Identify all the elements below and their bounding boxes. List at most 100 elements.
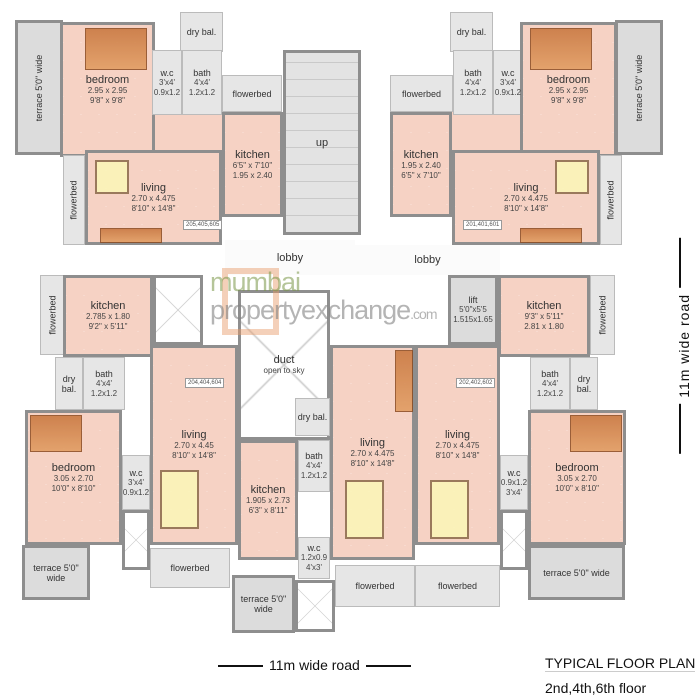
room-label: dry bal. [297, 412, 328, 422]
room-label: dry bal. [576, 373, 592, 394]
room-dimension: 9'8" x 9'8" [551, 95, 586, 105]
bed-icon [85, 28, 147, 70]
room-label: up [315, 136, 329, 149]
room-label: living [181, 429, 207, 441]
room-tl-drybal: dry bal. [180, 12, 223, 52]
room-dimension: 8'10" x 14'8" [350, 458, 395, 468]
room-dimension: 4'x4' [306, 461, 322, 470]
room-dimension: 4'x4' [465, 77, 481, 87]
room-tl-flowerbed: flowerbed [222, 75, 282, 112]
room-label: dry bal. [186, 27, 217, 37]
room-dimension: open to sky [263, 366, 305, 375]
room-label: kitchen [235, 148, 270, 161]
room-dimension: 2.70 x 4.475 [350, 448, 395, 458]
room-label: kitchen [90, 300, 126, 312]
room-label: living [359, 436, 386, 449]
watermark-logo-icon [222, 268, 279, 335]
hall-floor [452, 112, 524, 154]
room-bl-flowerbed: flowerbed [150, 548, 230, 588]
room-dimension: 0.9x1.2 [494, 87, 522, 97]
unit-tag: 205,405,605 [183, 220, 223, 230]
room-label: bedroom [555, 461, 599, 474]
room-label: bedroom [546, 73, 591, 86]
dining-table-icon [160, 470, 199, 529]
room-dimension: 1.905 x 2.73 [245, 496, 291, 505]
room-label: lift [468, 295, 478, 305]
room-dimension: 6'5" x 7'10" [401, 170, 441, 180]
unit-tag: 201,401,601 [463, 220, 503, 230]
sofa-icon [395, 350, 413, 412]
room-label: lobby [414, 254, 441, 266]
room-c-drybal: dry bal. [295, 398, 330, 436]
room-label: bedroom [51, 461, 96, 474]
room-dimension: 5'0"x5'5 [459, 305, 487, 314]
room-tr-drybal: dry bal. [450, 12, 493, 52]
room-dimension: 3.05 x 2.70 [557, 473, 597, 483]
room-dimension: 1.95 x 2.40 [401, 160, 441, 170]
room-dimension: 9'3" x 5'11" [524, 312, 564, 321]
room-label: kitchen [403, 148, 439, 161]
room-dimension: 4'x4' [194, 77, 210, 87]
dining-table-icon [555, 160, 589, 194]
plan-title: TYPICAL FLOOR PLAN [545, 655, 696, 672]
room-dimension: 9'2" x 5'11" [88, 322, 128, 331]
room-c-terrace: terrace 5'0" wide [232, 575, 295, 633]
room-br-shaft [500, 510, 528, 570]
room-dimension: 6'3" x 8'11" [248, 506, 288, 515]
room-dimension: 8'10" x 14'8" [435, 451, 480, 460]
room-dimension: 1.2x1.2 [536, 388, 564, 398]
dining-table-icon [95, 160, 129, 194]
watermark-suffix: .com [410, 306, 437, 322]
room-dimension: 2.785 x 1.80 [85, 312, 131, 321]
room-bl-terrace: terrace 5'0" wide [22, 545, 90, 600]
room-label: flowerbed [437, 581, 478, 591]
room-tl-flowerbed2: flowerbed [63, 155, 85, 245]
room-label: living [444, 429, 471, 441]
room-mr-drybal: dry bal. [570, 357, 598, 410]
room-label: living [140, 181, 167, 194]
room-dimension: 3'x4' [128, 477, 144, 487]
room-label: bath [541, 368, 559, 379]
room-dimension: 4'x3' [306, 563, 322, 572]
room-dimension: 9'8" x 9'8" [90, 95, 125, 105]
room-dimension: 10'0" x 8'10" [51, 483, 96, 493]
room-dimension: 1.2x0.9 [300, 553, 328, 562]
room-c-shaft [295, 580, 335, 632]
bed-icon [30, 415, 82, 452]
room-dimension: 3'x4' [159, 77, 175, 87]
room-dimension: 10'0" x 8'10" [555, 483, 599, 493]
room-label: kitchen [526, 300, 562, 312]
room-dimension: 1.2x1.2 [90, 388, 118, 398]
room-dimension: 2.70 x 4.475 [435, 441, 480, 450]
room-br-flowerbed: flowerbed [415, 565, 500, 607]
room-label: terrace 5'0" wide [240, 594, 287, 614]
hall-floor [150, 112, 225, 154]
room-label: flowerbed [170, 563, 210, 573]
room-label: flowerbed [47, 295, 58, 335]
room-ml-shaft [153, 275, 203, 345]
room-dimension: 0.9x1.2 [153, 87, 181, 97]
room-ml-flowerbed: flowerbed [40, 275, 65, 355]
room-dimension: 4'x4' [542, 378, 558, 388]
room-br-terrace: terrace 5'0" wide [528, 545, 625, 600]
room-label: w.c [507, 467, 521, 478]
road-label-bottom: 11m wide road [212, 657, 417, 673]
road-label-right: 11m wide road [676, 232, 692, 460]
room-label: dry bal. [456, 27, 487, 37]
room-label: terrace 5'0" wide [33, 562, 79, 583]
plan-subtitle: 2nd,4th,6th floor [545, 680, 647, 696]
room-label: flowerbed [401, 88, 442, 99]
room-dimension: 1.2x1.2 [459, 87, 487, 97]
room-label: bath [95, 368, 113, 379]
